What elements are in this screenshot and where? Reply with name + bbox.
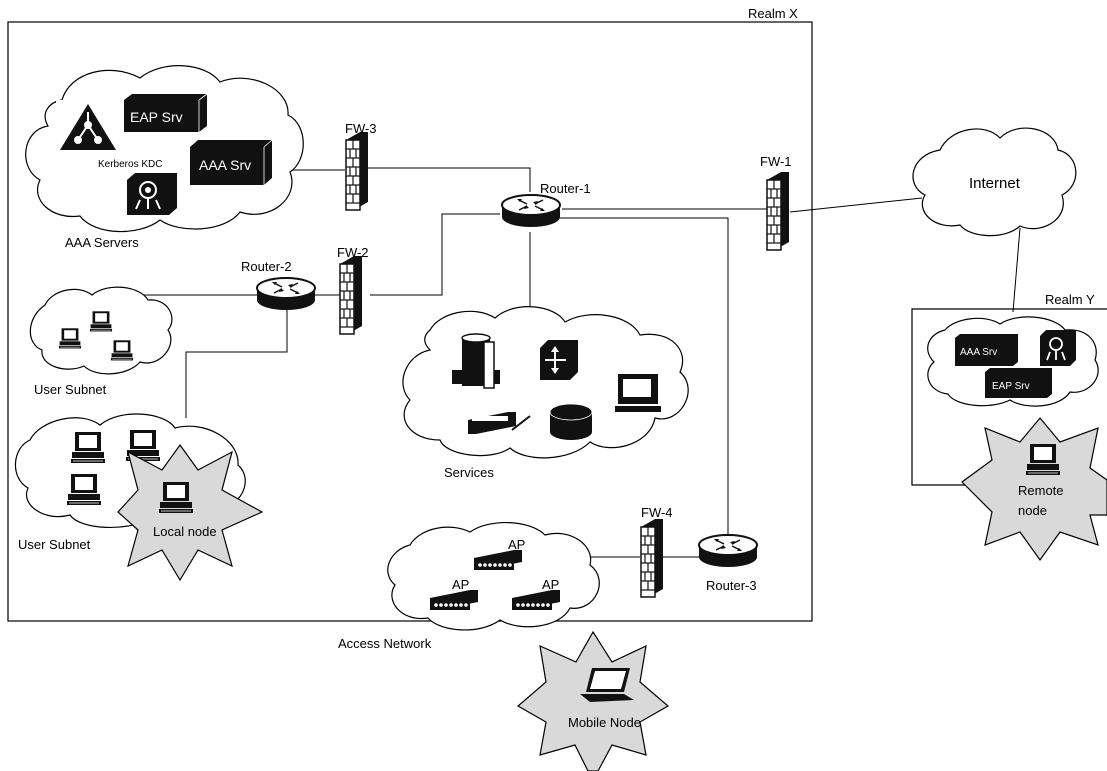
printer-icon [468,412,531,434]
router-3-icon [698,534,758,568]
laptop-icon [580,668,634,702]
storage-disk-icon [549,403,593,440]
ap-3-label: AP [542,577,559,592]
realm-y-kdc-icon [1040,330,1076,366]
switch-icon [540,340,578,380]
internet-cloud [912,127,1077,237]
realm-y-eap-label: EAP Srv [992,381,1030,392]
remote-node-star [961,417,1107,562]
eap-server-label: EAP Srv [130,109,183,125]
aaa-server-label: AAA Srv [199,157,251,173]
user-subnet-1-label: User Subnet [34,382,107,397]
fw-1-icon [766,171,790,251]
realm-y-label: Realm Y [1045,292,1095,307]
workstation-icon [615,374,661,412]
realm-y-eap-server-icon [985,368,1052,398]
ap-2-label: AP [452,577,469,592]
mobile-node-label: Mobile Node [568,715,641,730]
aaa-servers-label: AAA Servers [65,235,139,250]
fw-4-icon [640,518,664,598]
server-cabinet-icon [452,333,500,389]
local-node-star [117,443,264,582]
user-subnet-2-label: User Subnet [18,537,91,552]
remote-node-label-1: Remote [1018,483,1064,498]
realm-x-label: Realm X [748,6,798,21]
fw-3-icon [345,131,369,211]
realm-y-aaa-label: AAA Srv [960,347,997,358]
aaa-server-icon [190,139,273,185]
eap-server-icon [124,93,208,132]
realm-y-box [911,308,1107,486]
kerberos-kdc-label: Kerberos KDC [98,159,162,170]
ap-1-label: AP [508,537,525,552]
router-2-label: Router-2 [241,259,292,274]
remote-node-label-2: node [1018,503,1047,518]
router-1-label: Router-1 [540,181,591,196]
fw-1-label: FW-1 [760,154,792,169]
fw-2-label: FW-2 [337,245,369,260]
fw-4-label: FW-4 [641,505,673,520]
aaa-servers-cloud: EAP Srv AAA Srv Kerberos KDC [25,65,304,233]
realm-y-cloud: AAA Srv EAP Srv [927,316,1099,407]
kerberos-kdc-icon [127,173,177,215]
fw-3-label: FW-3 [345,121,377,136]
router-2-icon [256,277,316,311]
user-subnet-1-cloud [29,286,173,375]
directory-server-icon [56,100,116,152]
router-3-label: Router-3 [706,578,757,593]
services-cloud [402,306,689,459]
local-node-label: Local node [153,524,217,539]
services-label: Services [444,465,494,480]
realm-x-box [7,21,813,622]
realm-y-aaa-server-icon [955,334,1018,366]
access-network-cloud [387,522,600,631]
access-network-label: Access Network [338,636,432,651]
internet-label: Internet [969,175,1021,192]
fw-2-icon [339,255,363,335]
mobile-node-star [516,630,670,771]
router-1-icon [501,194,561,228]
